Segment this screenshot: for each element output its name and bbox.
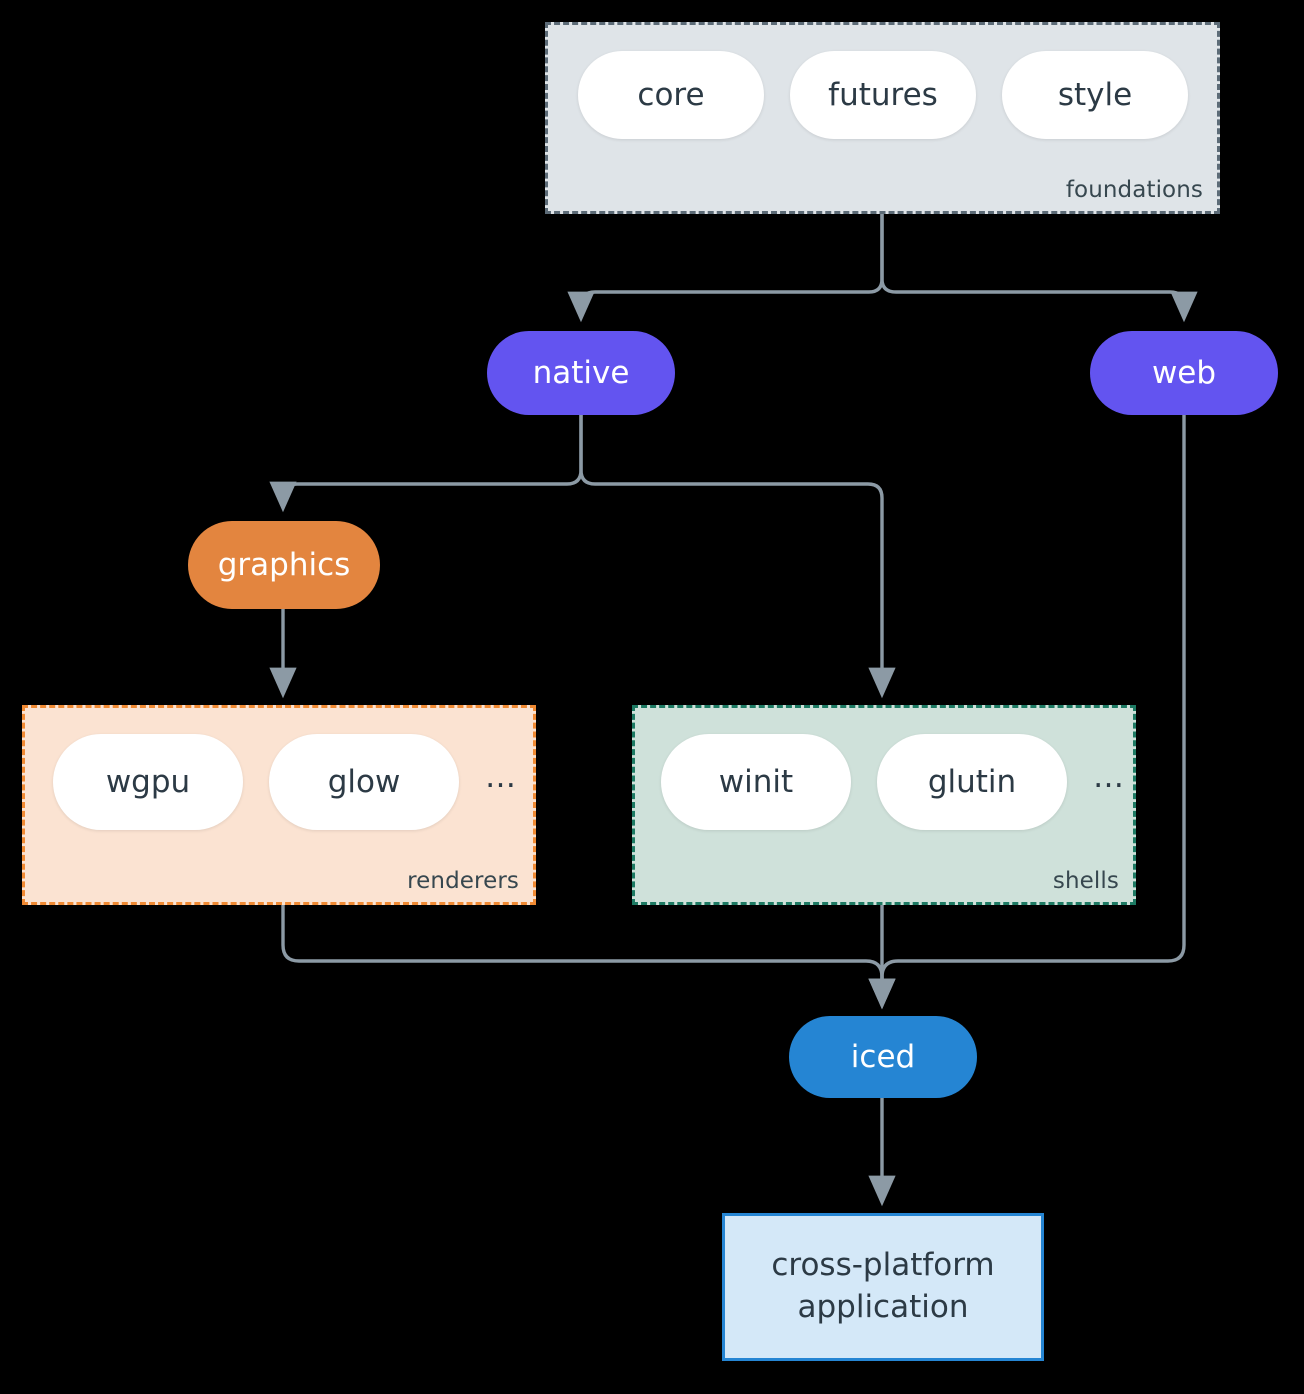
node-web[interactable]: web (1090, 331, 1278, 415)
application-label-line2: application (797, 1289, 969, 1325)
node-glow[interactable]: glow (269, 734, 459, 830)
node-core[interactable]: core (578, 51, 764, 139)
shells-ellipsis: … (1093, 758, 1125, 795)
group-foundations-label: foundations (1065, 177, 1203, 203)
application-label-line1: cross-platform (771, 1247, 995, 1284)
group-renderers-items: wgpu glow … (53, 734, 517, 830)
group-shells-label: shells (1052, 868, 1119, 894)
group-renderers: wgpu glow … renderers (22, 705, 536, 905)
edge-foundations-web (880, 212, 1198, 323)
group-shells-items: winit glutin … (661, 734, 1125, 830)
edge-native-shells (579, 413, 896, 699)
group-foundations-items: core futures style (578, 51, 1188, 139)
node-iced[interactable]: iced (789, 1016, 977, 1098)
edge-foundations-native (567, 212, 884, 323)
node-winit[interactable]: winit (661, 734, 851, 830)
renderers-ellipsis: … (485, 758, 517, 795)
node-application[interactable]: cross-platform application (722, 1213, 1044, 1361)
node-glutin[interactable]: glutin (877, 734, 1067, 830)
node-futures[interactable]: futures (790, 51, 976, 139)
group-foundations: core futures style foundations (545, 22, 1220, 214)
edge-renderers-iced (281, 903, 896, 1010)
node-style[interactable]: style (1002, 51, 1188, 139)
node-native[interactable]: native (487, 331, 675, 415)
node-wgpu[interactable]: wgpu (53, 734, 243, 830)
group-shells: winit glutin … shells (632, 705, 1136, 905)
edge-native-graphics (269, 413, 583, 513)
node-graphics[interactable]: graphics (188, 521, 380, 609)
group-renderers-label: renderers (407, 868, 519, 894)
